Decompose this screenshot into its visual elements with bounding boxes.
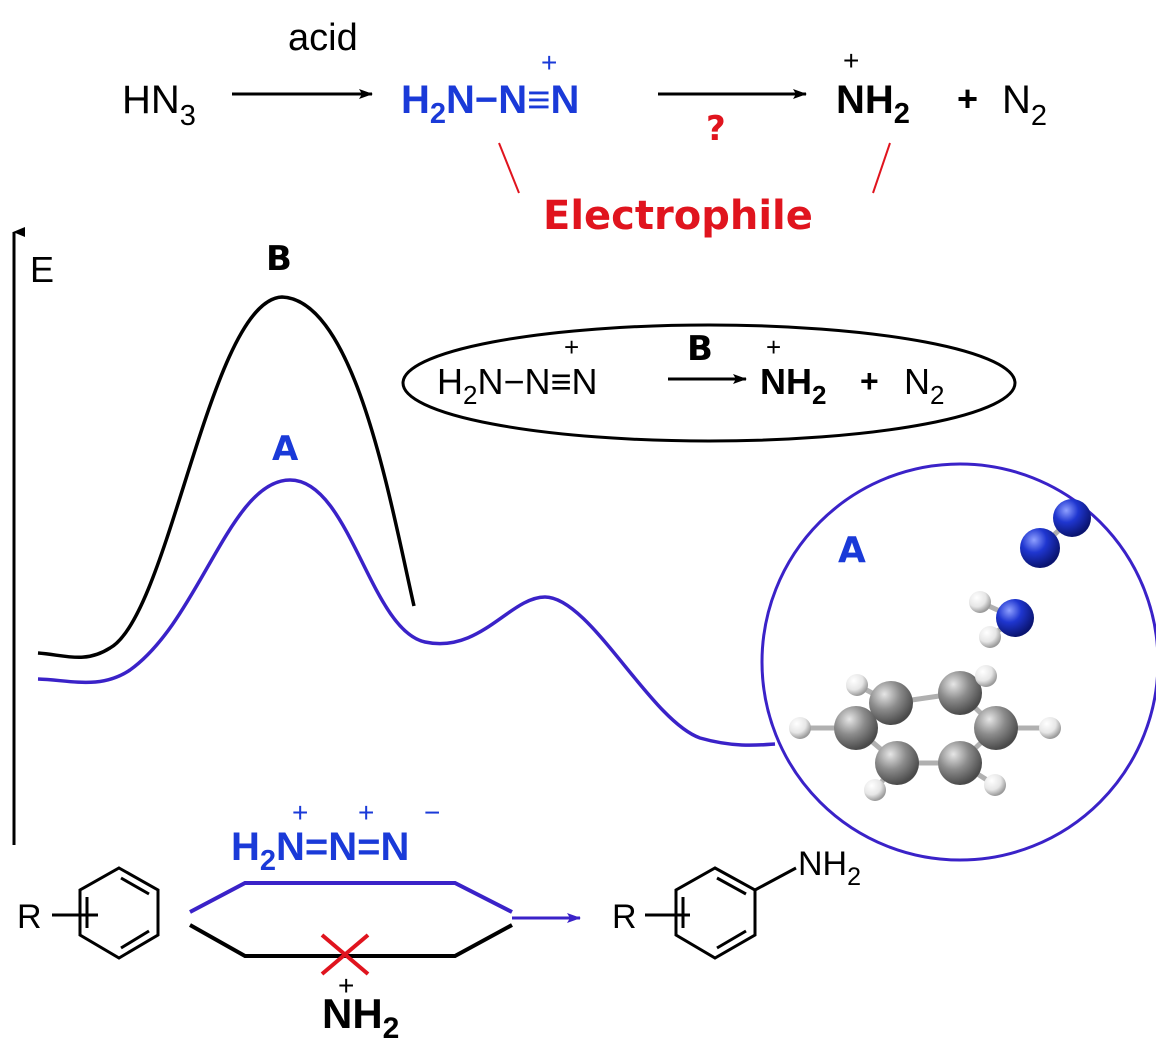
ellipse-reactant: H2N−N≡N	[437, 361, 598, 410]
nitrenium-charge: +	[843, 45, 859, 76]
h-atom	[975, 665, 997, 687]
amine-group: NH2	[798, 845, 861, 891]
ellipse-arrow-label: B	[687, 329, 713, 369]
ellipse-plus: +	[860, 363, 879, 399]
ellipse-nitrenium-charge: +	[766, 332, 781, 362]
h-atom	[969, 591, 991, 613]
aminodiazonium-formula: H2N−N≡N	[401, 78, 579, 130]
azide-formula: H2N=N=N	[231, 825, 409, 877]
curve-a-label: A	[272, 429, 299, 469]
curve-b-label: B	[266, 239, 292, 279]
h-atom	[789, 717, 811, 739]
ellipse-frame	[401, 323, 1017, 443]
r-group-right: R	[612, 898, 637, 936]
question-mark: ?	[706, 109, 726, 149]
r-group-left: R	[17, 898, 42, 936]
ellipse-nitrenium: NH2	[760, 361, 826, 410]
c-atom	[974, 706, 1018, 750]
nitrenium-formula: NH2	[836, 78, 910, 130]
inset-label: A	[838, 530, 866, 571]
azide-charge-minus: −	[424, 797, 440, 828]
transition-state-inset: A	[760, 462, 1156, 862]
amine-bond	[754, 866, 797, 892]
reactant-hn3: HN3	[122, 78, 196, 132]
azide-charge-plus-2: +	[358, 797, 374, 828]
inset-circle	[760, 462, 1156, 862]
h-atom	[1039, 717, 1061, 739]
curve-b	[37, 295, 416, 660]
plus-sign: +	[957, 78, 978, 119]
benzene-right	[674, 866, 757, 960]
dinitrogen: N2	[1002, 78, 1047, 132]
nitrenium-bottom-charge: +	[338, 970, 354, 1001]
n-atom	[1053, 499, 1091, 537]
curve-a	[37, 478, 776, 747]
c-atom	[869, 681, 913, 725]
electrophile-pointer-right	[872, 142, 891, 194]
ellipse-dinitrogen: N2	[904, 361, 944, 410]
acid-label: acid	[288, 17, 358, 59]
energy-diagram: E B A	[12, 227, 776, 845]
h-atom	[864, 779, 886, 801]
aminodiazonium-charge: +	[541, 47, 557, 78]
electrophile-pointer-left	[498, 142, 520, 194]
azide-path	[189, 881, 513, 914]
nitrenium-path	[189, 923, 513, 958]
n-atom	[996, 599, 1034, 637]
energy-axis-label: E	[30, 249, 54, 290]
ellipse-reaction: H2N−N≡N + B NH2 + + N2	[401, 323, 1017, 443]
bottom-scheme: R H2N=N=N + + − + NH2 R NH2	[17, 797, 861, 1045]
top-scheme: HN3 acid H2N−N≡N + ? NH2 + + N2 Electrop…	[122, 17, 1047, 239]
cross-mark	[320, 933, 370, 976]
c-atom	[834, 706, 878, 750]
h-atom	[846, 674, 868, 696]
benzene-left	[78, 866, 160, 960]
nitrenium-bottom: NH2	[322, 990, 399, 1040]
c-atom	[938, 671, 982, 715]
n-atom	[1020, 528, 1060, 568]
h-atom	[979, 626, 1001, 648]
azide-charge-plus-1: +	[292, 797, 308, 828]
c-atom	[875, 741, 919, 785]
h-atom	[984, 774, 1006, 796]
electrophile-label: Electrophile	[543, 193, 813, 239]
c-atom	[938, 741, 982, 785]
ellipse-reactant-charge: +	[564, 332, 579, 362]
